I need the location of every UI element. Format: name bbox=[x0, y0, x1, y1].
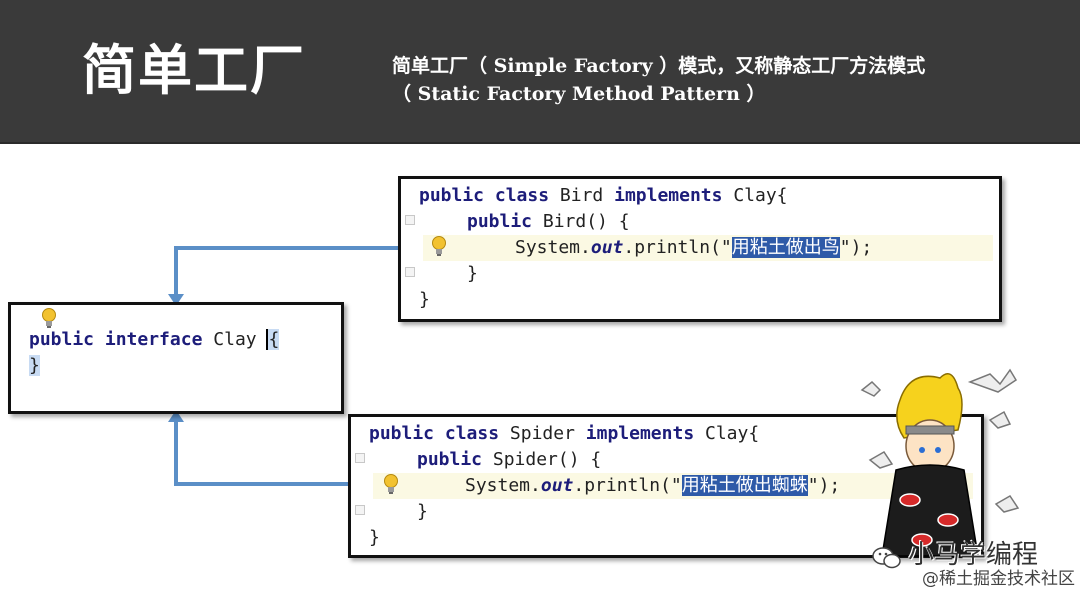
interface-name: Clay bbox=[213, 329, 257, 350]
code-line: public Bird() { bbox=[467, 209, 630, 235]
code-line: public interface Clay { bbox=[29, 327, 280, 353]
keyword: public bbox=[29, 329, 95, 350]
watermark-source: @稀土掘金技术社区 bbox=[922, 569, 1075, 589]
code-line: public class Spider implements Clay{ bbox=[369, 421, 759, 447]
brace: } bbox=[419, 289, 430, 310]
lightbulb-icon[interactable] bbox=[383, 473, 399, 495]
mascot-illustration bbox=[860, 368, 1020, 557]
code-token: .println(" bbox=[623, 237, 732, 258]
lightbulb-icon[interactable] bbox=[41, 307, 57, 329]
code-line: } bbox=[29, 353, 40, 379]
brace-match: } bbox=[29, 355, 40, 376]
constructor: Spider() { bbox=[492, 449, 602, 470]
slide-title: 简单工厂 bbox=[82, 38, 306, 102]
fold-marker bbox=[355, 453, 365, 463]
brace: } bbox=[417, 501, 428, 522]
brace: } bbox=[369, 527, 380, 548]
keyword: implements bbox=[614, 185, 723, 206]
arrow-bird-to-clay bbox=[174, 246, 400, 302]
interface-ref: Clay{ bbox=[705, 423, 760, 444]
keyword: public bbox=[467, 211, 533, 232]
interface-ref: Clay{ bbox=[733, 185, 788, 206]
slide-subtitle: 简单工厂（ Simple Factory ）模式，又称静态工厂方法模式 （ St… bbox=[392, 52, 925, 108]
subtitle-line-2: （ Static Factory Method Pattern ） bbox=[392, 83, 766, 105]
class-name: Bird bbox=[559, 185, 604, 206]
class-name: Spider bbox=[509, 423, 575, 444]
watermark-author: 小马学编程 bbox=[908, 540, 1039, 570]
code-token: "); bbox=[839, 237, 873, 258]
keyword: interface bbox=[104, 329, 203, 350]
keyword: public bbox=[369, 423, 435, 444]
selected-string: 用粘土做出蜘蛛 bbox=[681, 475, 808, 496]
keyword: implements bbox=[585, 423, 695, 444]
selected-string: 用粘土做出鸟 bbox=[731, 237, 840, 258]
constructor: Bird() { bbox=[542, 211, 630, 232]
subtitle-line-1: 简单工厂（ Simple Factory ）模式，又称静态工厂方法模式 bbox=[392, 55, 926, 77]
keyword: public bbox=[417, 449, 483, 470]
arrow-head-bottom bbox=[168, 410, 184, 422]
fold-marker bbox=[405, 267, 415, 277]
fold-marker bbox=[405, 215, 415, 225]
code-box-spider: public class Spider implements Clay{ pub… bbox=[348, 414, 984, 558]
static-field: out bbox=[590, 237, 624, 258]
code-line-highlighted: System.out.println("用粘土做出蜘蛛"); bbox=[373, 473, 973, 499]
code-line: } bbox=[417, 499, 428, 525]
bird-doodle-icon bbox=[860, 368, 1020, 513]
code-line: } bbox=[369, 525, 380, 551]
code-box-bird: public class Bird implements Clay{ publi… bbox=[398, 176, 1002, 322]
arrow-spider-to-clay bbox=[174, 418, 350, 486]
code-line: } bbox=[467, 261, 478, 287]
code-token: .println(" bbox=[573, 475, 682, 496]
code-line: public class Bird implements Clay{ bbox=[419, 183, 788, 209]
fold-marker bbox=[355, 505, 365, 515]
keyword: class bbox=[444, 423, 500, 444]
arrow-head-top bbox=[168, 294, 184, 306]
code-token: System. bbox=[515, 237, 591, 258]
slide-header: 简单工厂 简单工厂（ Simple Factory ）模式，又称静态工厂方法模式… bbox=[0, 0, 1080, 144]
static-field: out bbox=[540, 475, 574, 496]
code-line-highlighted: System.out.println("用粘土做出鸟"); bbox=[423, 235, 993, 261]
code-box-clay: public interface Clay { } bbox=[8, 302, 344, 414]
code-token: "); bbox=[807, 475, 841, 496]
brace-match: { bbox=[266, 329, 280, 350]
wechat-icon bbox=[872, 547, 901, 569]
brace: } bbox=[467, 263, 478, 284]
code-line: } bbox=[419, 287, 430, 313]
lightbulb-icon[interactable] bbox=[431, 235, 447, 257]
code-token: System. bbox=[465, 475, 541, 496]
keyword: public bbox=[419, 185, 485, 206]
code-line: public Spider() { bbox=[417, 447, 601, 473]
keyword: class bbox=[494, 185, 550, 206]
